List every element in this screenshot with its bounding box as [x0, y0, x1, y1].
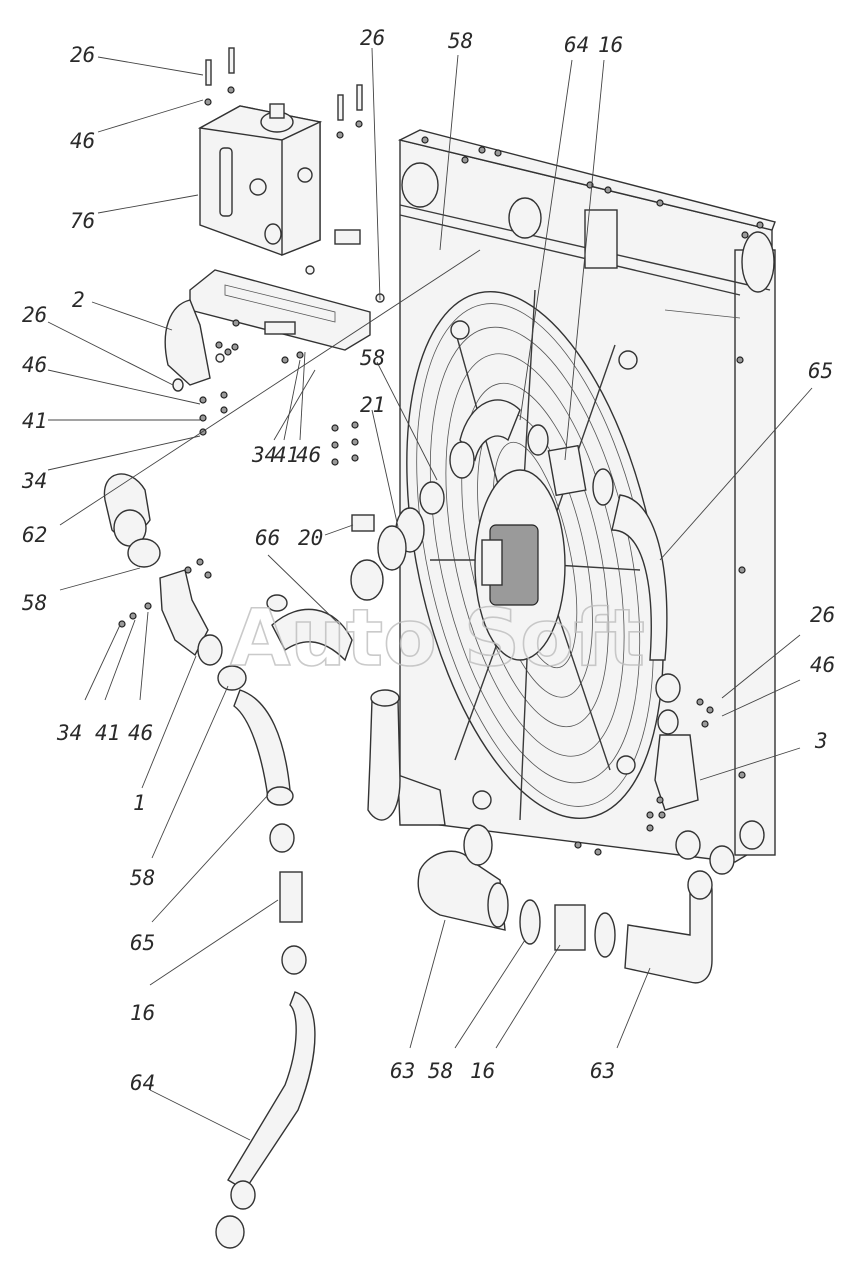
- leader-lines: [47, 47, 813, 1141]
- callout-58-center: 58: [360, 346, 385, 370]
- callout-20: 20: [298, 526, 323, 550]
- callout-58-chain: 58: [130, 866, 155, 890]
- callout-58-bottom: 58: [428, 1059, 453, 1083]
- callout-2: 2: [72, 288, 85, 312]
- callout-63-left: 63: [390, 1059, 415, 1083]
- expansion-tank: [197, 103, 361, 257]
- callout-63-right: 63: [590, 1059, 615, 1083]
- callout-58-left: 58: [22, 591, 47, 615]
- callout-62: 62: [22, 523, 47, 547]
- bolt-group-right: [646, 698, 714, 832]
- radiator-hoses: [377, 399, 714, 860]
- callout-64-chain: 64: [130, 1071, 155, 1095]
- callout-46-lower: 46: [128, 721, 153, 745]
- bottom-hoses: [417, 824, 713, 984]
- callout-26-top: 26: [70, 43, 95, 67]
- callout-76: 76: [70, 209, 95, 233]
- tank-fasteners: [172, 47, 363, 466]
- callout-16-top: 16: [598, 33, 623, 57]
- callout-34-left: 34: [21, 469, 47, 493]
- callout-3: 3: [814, 729, 828, 753]
- middle-parts: [266, 514, 401, 821]
- callout-26-center: 26: [360, 26, 385, 50]
- callout-46-top: 46: [70, 129, 95, 153]
- callout-41-center: 41: [274, 443, 299, 467]
- callout-46-left: 46: [22, 353, 47, 377]
- callout-65-right: 65: [808, 359, 833, 383]
- callout-26-right: 26: [810, 603, 835, 627]
- tank-bracket: [164, 265, 385, 386]
- watermark: Auto Soft: [230, 594, 645, 684]
- callout-1: 1: [133, 791, 146, 815]
- callout-34-lower: 34: [56, 721, 82, 745]
- callout-66: 66: [255, 526, 280, 550]
- callout-65-chain: 65: [130, 931, 155, 955]
- callout-41-left: 41: [22, 409, 47, 433]
- callout-41-lower: 41: [95, 721, 120, 745]
- callout-16-bottom: 16: [470, 1059, 495, 1083]
- callout-34-center: 34: [251, 443, 277, 467]
- callout-64-top: 64: [564, 33, 589, 57]
- callout-26-left: 26: [22, 303, 47, 327]
- callout-16-chain: 16: [130, 1001, 155, 1025]
- left-hose-chain: [103, 473, 316, 1249]
- callout-21: 21: [360, 393, 385, 417]
- callout-46-center: 46: [296, 443, 321, 467]
- callout-labels: 26 46 76 2 26 46 41 34 62 58 34 41 46 1 …: [21, 26, 835, 1095]
- callout-58-top: 58: [448, 29, 473, 53]
- callout-46-right: 46: [810, 653, 835, 677]
